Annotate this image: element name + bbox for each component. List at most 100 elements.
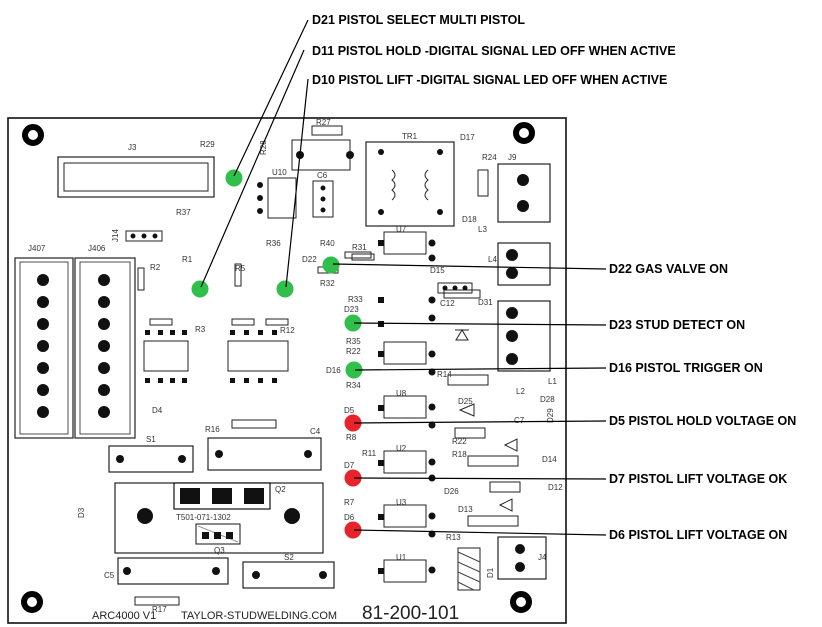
led-d23: D23 [344, 305, 362, 332]
led-d6: D6 [344, 513, 362, 539]
led-d16: D16 [326, 361, 363, 379]
label-r37: R37 [176, 208, 191, 217]
led-d5: D5 [344, 406, 362, 432]
label-r7: R7 [344, 498, 355, 507]
label-r13: R13 [446, 533, 461, 542]
component-block-top: R27 [291, 118, 354, 171]
label-r33: R33 [348, 295, 363, 304]
terminal-right-top [497, 242, 551, 286]
label-d23: D23 [344, 305, 359, 314]
capacitor-c6: C6 [312, 171, 334, 218]
label-r36: R36 [266, 239, 281, 248]
callout-d6: D6 PISTOL LIFT VOLTAGE ON [609, 528, 787, 542]
terminal-j4: J4 [497, 536, 547, 580]
label-r5: R5 [235, 264, 246, 273]
label-d14: D14 [542, 455, 557, 464]
callout-d23: D23 STUD DETECT ON [609, 318, 745, 332]
label-c12: C12 [440, 299, 455, 308]
label-d3: D3 [77, 507, 86, 518]
label-s1: S1 [146, 435, 156, 444]
header-j14: J14 [111, 229, 163, 242]
label-r28: R28 [259, 140, 268, 155]
label-r35: R35 [346, 337, 361, 346]
led-d11 [191, 280, 209, 298]
label-l3: L3 [478, 225, 487, 234]
callout-d21: D21 PISTOL SELECT MULTI PISTOL [312, 13, 525, 27]
led-d22: D22 [302, 255, 340, 274]
label-l4: L4 [488, 255, 497, 264]
label-d7: D7 [344, 461, 355, 470]
label-r27: R27 [316, 118, 331, 127]
capacitor-c5: C5 [104, 557, 229, 585]
label-l1: L1 [548, 377, 557, 386]
leader-lines [200, 19, 607, 536]
label-d31: D31 [478, 298, 493, 307]
connector-j3: J3 [57, 143, 215, 198]
mounting-holes [21, 122, 535, 613]
label-c7: C7 [514, 416, 525, 425]
label-u2: U2 [396, 444, 407, 453]
label-d29: D29 [546, 408, 555, 423]
label-r22: R22 [452, 437, 467, 446]
label-u10: U10 [272, 168, 287, 177]
header-c12 [437, 282, 473, 294]
label-r3: R3 [195, 325, 206, 334]
label-d5: D5 [344, 406, 355, 415]
capacitor-c4: C4 [207, 427, 322, 471]
label-r11: R11 [362, 449, 377, 458]
component-d1 [457, 547, 481, 591]
transistor-q2: Q2 T501-071-1302 [114, 482, 324, 554]
switch-s1: S1 [108, 435, 194, 473]
label-r40: R40 [320, 239, 335, 248]
label-j3: J3 [128, 143, 137, 152]
diode-network [443, 289, 521, 527]
label-r2: R2 [150, 263, 161, 272]
terminal-j9: J9 [497, 153, 551, 223]
callout-d7: D7 PISTOL LIFT VOLTAGE OK [609, 472, 787, 486]
label-r14: R14 [437, 370, 452, 379]
label-d6: D6 [344, 513, 355, 522]
label-r24: R24 [482, 153, 497, 162]
label-d15: D15 [430, 266, 445, 275]
label-j14: J14 [111, 229, 120, 242]
label-u3: U3 [396, 498, 407, 507]
label-q3: Q3 [214, 546, 225, 555]
label-j406: J406 [88, 244, 106, 253]
sub-part-label: T501-071-1302 [176, 513, 231, 522]
label-r34: R34 [346, 381, 361, 390]
label-u8: U8 [396, 389, 407, 398]
label-r1: R1 [182, 255, 193, 264]
led-d7: D7 [344, 461, 362, 487]
label-r32: R32 [320, 279, 335, 288]
label-r12: R12 [280, 326, 295, 335]
label-d16: D16 [326, 366, 341, 375]
label-d17: D17 [460, 133, 475, 142]
label-r18: R18 [452, 450, 467, 459]
label-d18: D18 [462, 215, 477, 224]
resistor-r24: R24 [477, 153, 497, 197]
label-r29: R29 [200, 140, 215, 149]
label-q2: Q2 [275, 485, 286, 494]
label-j4: J4 [538, 553, 547, 562]
label-l2: L2 [516, 387, 525, 396]
label-d22: D22 [302, 255, 317, 264]
label-c6: C6 [317, 171, 328, 180]
label-d28: D28 [540, 395, 555, 404]
transformer-tr1: TR1 [365, 132, 455, 227]
optocoupler-pins [378, 239, 436, 574]
label-d25: D25 [458, 397, 473, 406]
label-r16: R16 [205, 425, 220, 434]
terminal-j407: J407 [14, 244, 74, 439]
callout-d22: D22 GAS VALVE ON [609, 262, 728, 276]
label-r31: R31 [352, 243, 367, 252]
part-number: 81-200-101 [362, 603, 459, 624]
terminal-pins [37, 274, 110, 418]
label-j407: J407 [28, 244, 46, 253]
label-c4: C4 [310, 427, 321, 436]
terminal-right-mid [497, 300, 551, 372]
callout-d16: D16 PISTOL TRIGGER ON [609, 361, 763, 375]
callout-d5: D5 PISTOL HOLD VOLTAGE ON [609, 414, 796, 428]
label-u7: U7 [396, 225, 407, 234]
resistor-outlines [134, 251, 375, 606]
